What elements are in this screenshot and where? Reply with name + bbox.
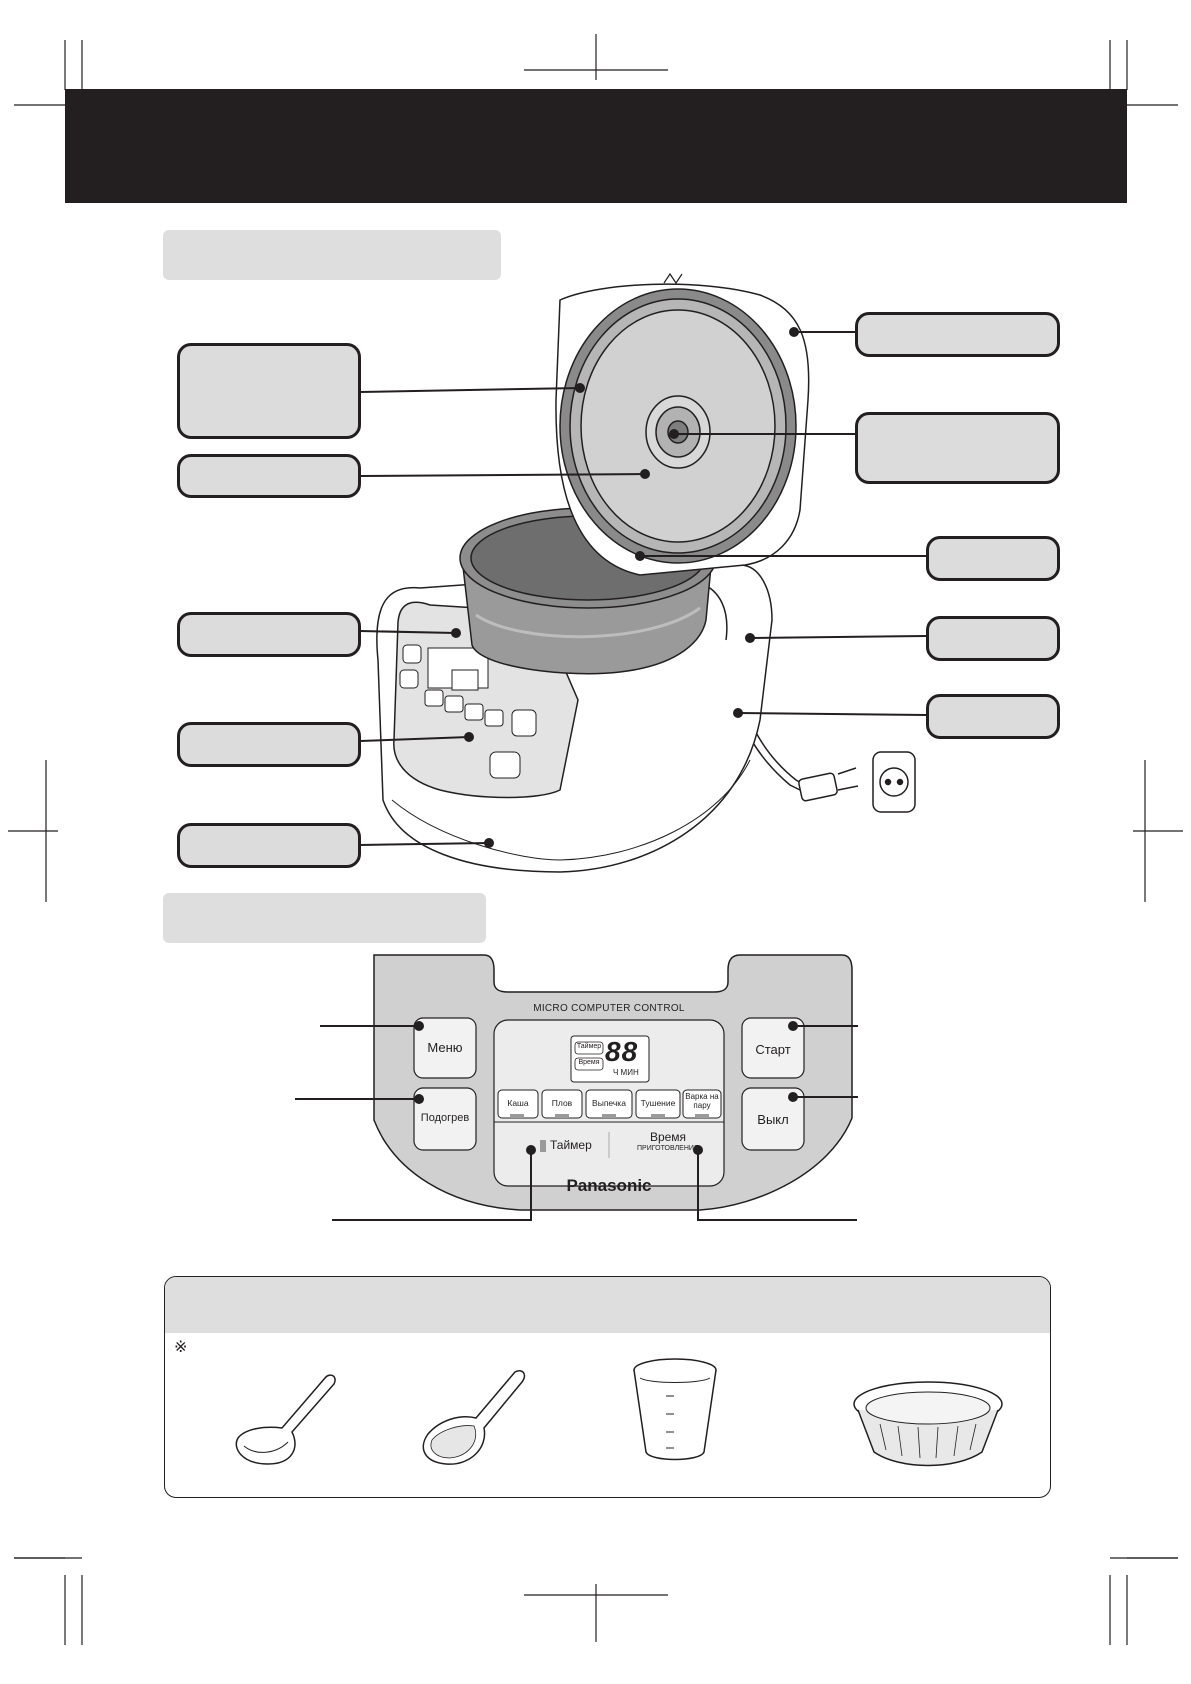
steam-basket-icon [853,1381,1003,1467]
brand-logo: Panasonic [566,1176,652,1195]
cooking-time-button[interactable]: Время ПРИГОТОВЛЕНИЯ [616,1131,720,1153]
start-button-shape [741,1017,805,1079]
off-button[interactable]: Выкл [757,1112,789,1127]
note-symbol: ※ [174,1339,188,1356]
cooking-time-label-line1: Время [649,1130,687,1144]
start-button[interactable]: Старт [755,1042,791,1057]
lcd-digits: 88 [605,1036,639,1067]
lid [555,272,810,576]
rice-spatula-icon [422,1370,526,1465]
lcd-time-tag: Время [578,1059,600,1066]
callout-inner-pot [926,536,1060,581]
callout-inner-lid [177,454,361,498]
callout-steam-vent [855,412,1060,484]
mode-label-tushenie: Тушение [640,1098,676,1108]
lcd-units: Ч МИН [613,1068,639,1077]
callout-lid-gasket [177,343,361,439]
callout-handle [926,616,1060,661]
mode-label-vypechka: Выпечка [592,1098,626,1108]
mode-label-plov: Плов [551,1098,573,1108]
callout-lid-release [177,612,361,657]
power-cord-icon [731,692,916,813]
keep-warm-button-shape [413,1087,477,1151]
panel-title: MICRO COMPUTER CONTROL [533,1003,685,1014]
section-label-parts [163,230,501,280]
keep-warm-button[interactable]: Подогрев [420,1112,470,1124]
menu-button[interactable]: Меню [427,1040,463,1055]
ladle-icon [235,1374,336,1465]
menu-button-shape [413,1017,477,1079]
callout-control-panel [177,722,361,767]
accessories-header [165,1277,1050,1333]
header-band [65,89,1127,203]
callout-outer-lid [855,312,1060,357]
timer-button[interactable]: Таймер [550,1138,592,1152]
callout-body [177,823,361,868]
mode-label-steam: Варка на пару [685,1092,719,1110]
accessories-box: ※ [164,1276,1051,1498]
cooking-time-label-line2: ПРИГОТОВЛЕНИЯ [637,1145,699,1152]
measuring-cup-icon [633,1358,717,1461]
lcd-timer-tag: Таймер [576,1043,602,1050]
off-button-shape [741,1087,805,1151]
callout-power-cord [926,694,1060,739]
mode-label-kasha: Каша [507,1098,529,1108]
section-label-control-panel [163,893,486,943]
